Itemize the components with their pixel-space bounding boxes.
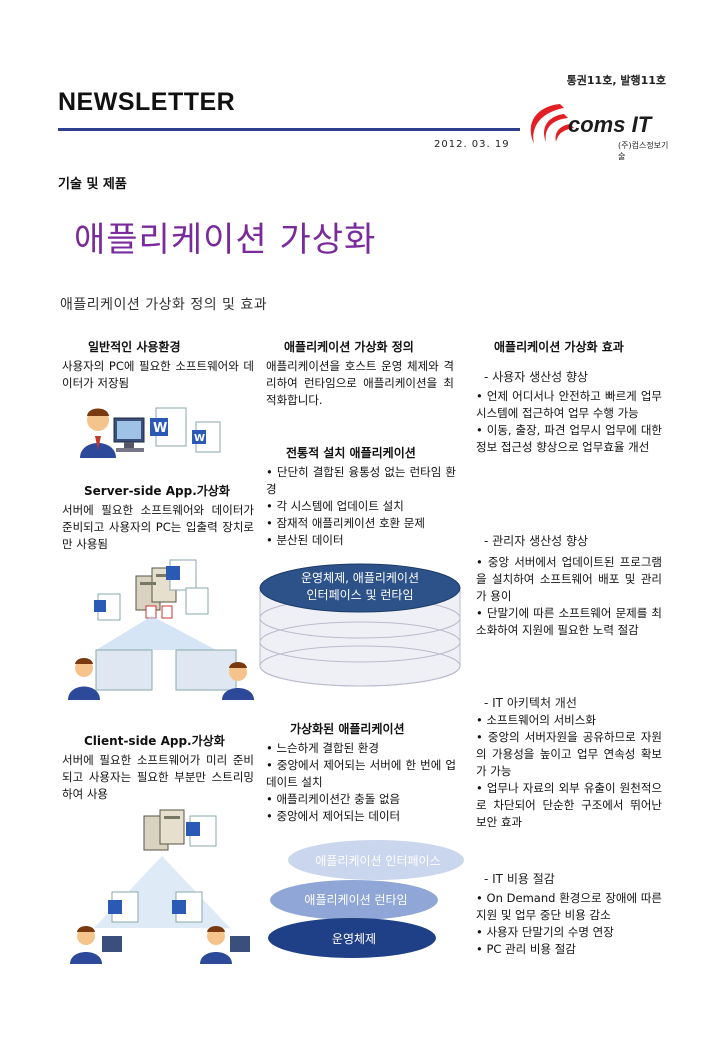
- list-item: • 소프트웨어의 서비스화: [476, 713, 596, 727]
- user-icon: [80, 408, 116, 458]
- client-side-heading: Client-side App.가상화: [84, 734, 225, 748]
- stack-layer-os: 운영체제: [331, 932, 377, 946]
- section-label: 기술 및 제품: [58, 177, 127, 192]
- stack-layer-runtime: 애플리케이션 런타임: [304, 893, 408, 907]
- traditional-heading: 전통적 설치 애플리케이션: [286, 446, 416, 460]
- client-side-body: 서버에 필요한 소프트웨어가 미리 준비되고 사용자는 필요한 부분만 스트리밍…: [62, 753, 254, 801]
- list-item: • 단단히 결합된 융통성 없는 런타임 환경: [266, 465, 456, 496]
- virtualized-stack: [268, 840, 464, 958]
- virtualized-list: • 느슨하게 결합된 환경 • 중앙에서 제어되는 서버에 한 번에 업데이트 …: [266, 740, 456, 825]
- effect-heading: 애플리케이션 가상화 효과: [494, 340, 624, 354]
- list-item: • 중앙에서 제어되는 서버에 한 번에 업데이트 설치: [266, 758, 456, 789]
- list-item: • PC 관리 비용 절감: [476, 942, 576, 956]
- list-item: • On Demand 환경으로 장애에 따른 지원 및 업무 중단 비용 감소: [476, 891, 662, 922]
- general-body: 사용자의 PC에 필요한 소프트웨어와 데이터가 저장됨: [62, 359, 254, 390]
- company-logo: coms IT (주)컴스정보기술: [520, 96, 670, 161]
- server-side-body: 서버에 필요한 소프트웨어와 데이터가 준비되고 사용자의 PC는 입출력 장치…: [62, 503, 254, 551]
- definition-heading: 애플리케이션 가상화 정의: [284, 340, 414, 354]
- list-item: • 잠재적 애플리케이션 호환 문제: [266, 516, 425, 530]
- traditional-cylinder: [259, 563, 461, 687]
- general-illustration: W W: [80, 407, 221, 458]
- cylinder-label: 운영체제, 애플리케이션 인터페이스 및 런타임: [300, 571, 420, 602]
- group-title: - IT 비용 절감: [484, 872, 555, 886]
- virtualized-heading: 가상화된 애플리케이션: [290, 722, 405, 736]
- user-icon: [222, 662, 254, 700]
- user-icon: [200, 926, 232, 964]
- issue-date: 2012. 03. 19: [434, 139, 510, 150]
- word-document-icon: W W: [150, 407, 221, 453]
- list-item: • 중앙에서 제어되는 데이터: [266, 809, 401, 823]
- list-item: • 분산된 데이터: [266, 533, 344, 547]
- svg-text:W: W: [153, 421, 167, 436]
- client-side-illustration: [70, 809, 250, 964]
- list-item: • 중앙 서버에서 업데이트된 프로그램을 설치하여 소프트웨어 배포 및 관리…: [476, 555, 662, 603]
- list-item: • 업무나 자료의 외부 유출이 원천적으로 차단되어 단순한 구조에서 뛰어난…: [476, 781, 662, 829]
- header-rule: [58, 128, 520, 131]
- group-title: - 사용자 생산성 향상: [484, 370, 589, 384]
- article-subtitle: 애플리케이션 가상화 정의 및 효과: [60, 297, 268, 313]
- user-icon: [68, 658, 100, 700]
- list-item: • 각 시스템에 업데이트 설치: [266, 499, 404, 513]
- list-item: • 이동, 출장, 파견 업무시 업무에 대한 정보 접근성 향상으로 업무효율…: [476, 423, 662, 454]
- general-heading: 일반적인 사용환경: [88, 340, 181, 354]
- issue-number: 통권11호, 발행11호: [566, 74, 666, 87]
- server-side-illustration: [68, 559, 254, 700]
- group-list: • On Demand 환경으로 장애에 따른 지원 및 업무 중단 비용 감소…: [476, 890, 662, 958]
- server-side-heading: Server-side App.가상화: [84, 484, 230, 498]
- group-title: - 관리자 생산성 향상: [484, 534, 589, 548]
- traditional-list: • 단단히 결합된 융통성 없는 런타임 환경 • 각 시스템에 업데이트 설치…: [266, 464, 456, 549]
- logo-subtext: (주)컴스정보기술: [618, 141, 669, 161]
- svg-text:W: W: [194, 433, 205, 444]
- definition-body: 애플리케이션을 호스트 운영 체제와 격리하여 런타임으로 애플리케이션을 최적…: [266, 359, 454, 407]
- stack-layer-interface: 애플리케이션 인터페이스: [315, 854, 441, 868]
- computer-icon: [113, 417, 145, 452]
- user-icon: [70, 926, 102, 964]
- group-list: • 중앙 서버에서 업데이트된 프로그램을 설치하여 소프트웨어 배포 및 관리…: [476, 554, 662, 639]
- list-item: • 애플리케이션간 충돌 없음: [266, 792, 401, 806]
- group-list: • 언제 어디서나 안전하고 빠르게 업무 시스템에 접근하여 업무 수행 가능…: [476, 388, 662, 456]
- screen-window: [95, 649, 153, 691]
- logo-swoosh-icon: [530, 104, 574, 144]
- list-item: • 중앙의 서버자원을 공유하므로 자원의 가용성을 높이고 업무 연속성 확보…: [476, 730, 662, 778]
- server-icon: [143, 809, 185, 851]
- group-list: • 소프트웨어의 서비스화 • 중앙의 서버자원을 공유하므로 자원의 가용성을…: [476, 712, 662, 831]
- list-item: • 단말기에 따른 소프트웨어 문제를 최소화하여 지원에 필요한 노력 절감: [476, 606, 662, 637]
- logo-text: coms IT: [568, 112, 652, 137]
- article-title: 애플리케이션 가상화: [74, 220, 377, 260]
- group-title: - IT 아키텍처 개선: [484, 696, 577, 710]
- list-item: • 느슨하게 결합된 환경: [266, 741, 379, 755]
- list-item: • 사용자 단말기의 수명 연장: [476, 925, 614, 939]
- newsletter-title: NEWSLETTER: [58, 88, 236, 116]
- list-item: • 언제 어디서나 안전하고 빠르게 업무 시스템에 접근하여 업무 수행 가능: [476, 389, 662, 420]
